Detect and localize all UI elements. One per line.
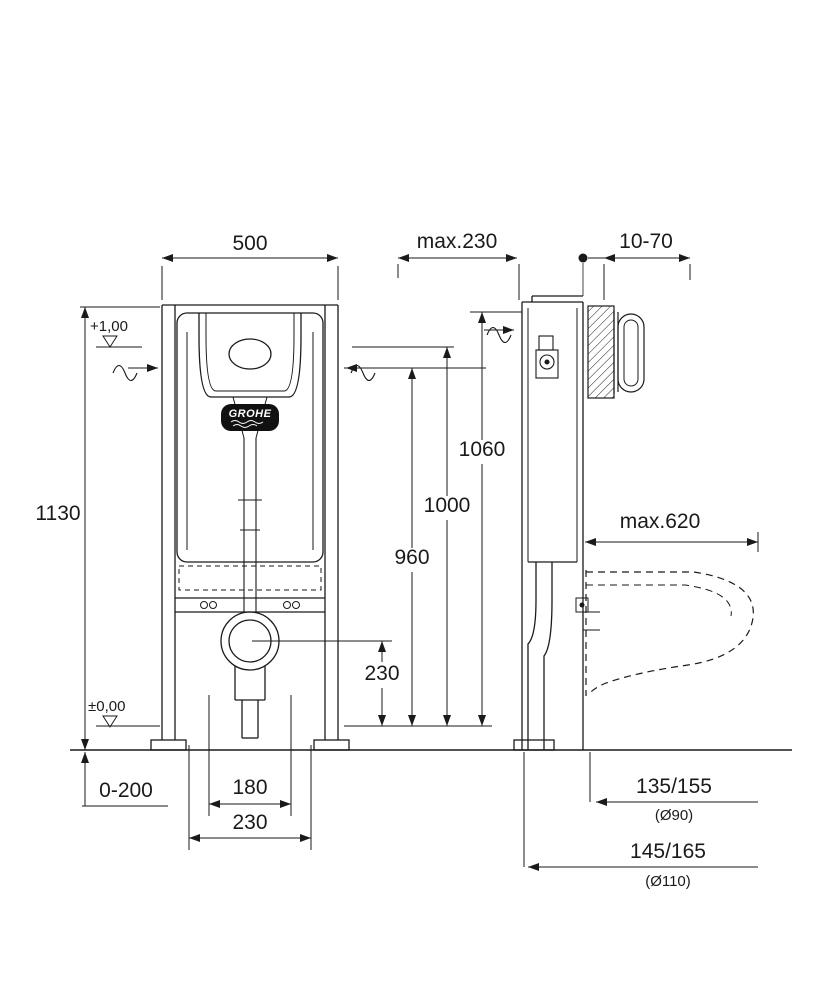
reference-dot [578, 253, 588, 263]
bottom-extension-lines [188, 695, 312, 850]
dim-wall-range: 10-70 [619, 230, 673, 253]
right-foot [313, 739, 350, 751]
flush-button-side [617, 313, 645, 393]
wall-section-hatch [587, 305, 615, 399]
datum-zero [96, 715, 160, 728]
left-foot [150, 739, 187, 751]
dim-max-depth: max.230 [417, 230, 498, 253]
support-bracket [178, 565, 322, 591]
dim-1060: 1060 [459, 438, 506, 461]
dimension-labels: 500 max.230 10-70 1130 +1,00 ±0,00 1060 … [35, 230, 712, 890]
dim-height-total: 1130 [35, 502, 80, 525]
dim-offset-d90: 135/155 [636, 775, 712, 798]
dim-feet-range: 0-200 [99, 779, 153, 802]
flush-bend [527, 562, 537, 750]
front-view-frame [150, 304, 350, 850]
brand-logo-text: GROHE [229, 408, 272, 420]
flush-plate-recess [198, 313, 302, 398]
left-break-squiggle [112, 364, 138, 382]
grohe-badge: GROHE [221, 404, 279, 431]
dim-frame-width: 500 [232, 232, 267, 255]
dim-offset-d110: 145/165 [630, 840, 706, 863]
right-break-squiggle [350, 364, 376, 382]
dim-bolt-spacing: 230 [232, 811, 267, 834]
dim-level-zero: ±0,00 [88, 698, 125, 715]
fill-valve [535, 335, 559, 379]
dim-960: 960 [394, 546, 429, 569]
wall-and-button [587, 305, 645, 399]
dim-bowl-depth: max.620 [620, 510, 701, 533]
dimension-lines [80, 253, 759, 871]
wall-bracket [575, 597, 589, 613]
outlet-pipe [234, 666, 266, 739]
datum-plus-100 [96, 335, 142, 348]
cistern [176, 312, 324, 563]
dim-outlet-width: 180 [232, 776, 267, 799]
bowl-outline [585, 570, 754, 696]
side-break-squiggle [486, 326, 512, 344]
dim-level-plus: +1,00 [90, 318, 128, 335]
dim-offset-d110-dia: (Ø110) [645, 873, 691, 890]
fixing-bolts [200, 601, 300, 609]
dim-outlet-height: 230 [364, 662, 399, 685]
dim-offset-d90-dia: (Ø90) [655, 807, 693, 824]
dim-1000: 1000 [424, 494, 471, 517]
side-view-frame [513, 295, 600, 751]
side-foot [513, 739, 555, 751]
flush-knob [228, 338, 272, 370]
